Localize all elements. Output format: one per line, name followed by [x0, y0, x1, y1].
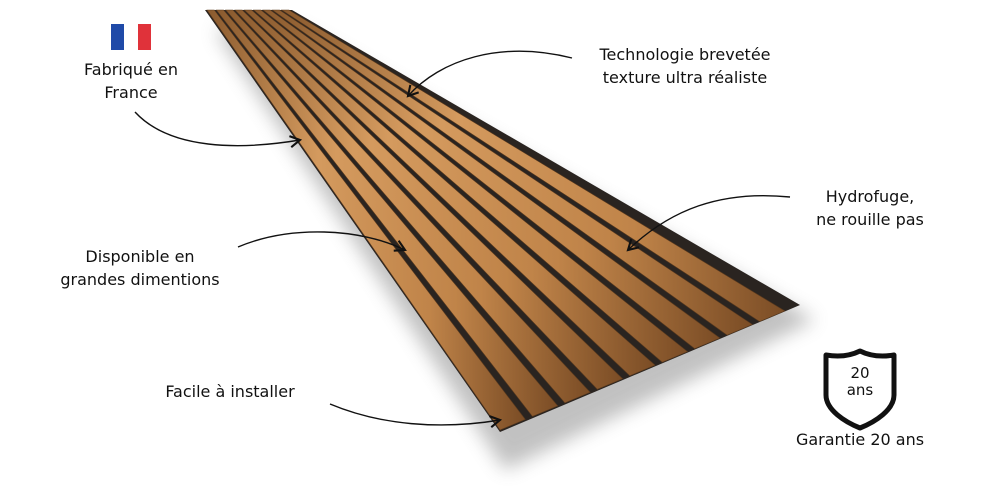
label-line: texture ultra réaliste: [602, 68, 768, 87]
label-line: Hydrofuge,: [825, 187, 915, 206]
label-line: France: [104, 83, 158, 102]
wood-slat: [206, 9, 526, 431]
label-install: Facile à installer: [140, 380, 320, 403]
label-waterproof: Hydrofuge, ne rouille pas: [790, 185, 950, 231]
arrow-waterproof: [626, 194, 791, 252]
wood-slat: [234, 9, 624, 390]
wood-slat: [215, 9, 559, 417]
label-sizes: Disponible en grandes dimentions: [40, 245, 240, 291]
arrow-technology: [406, 50, 573, 98]
label-made-in-france: Fabriqué en France: [66, 58, 196, 104]
label-technology: Technologie brevetée texture ultra réali…: [560, 43, 810, 89]
arrow-made-in: [134, 111, 303, 148]
wood-slat: [271, 9, 754, 336]
wood-slat: [243, 9, 656, 377]
badge-number: 20: [850, 364, 870, 382]
arrow-install: [329, 403, 503, 428]
arrow-sizes: [237, 231, 407, 252]
label-line: Fabriqué en: [84, 60, 178, 79]
label-line: ne rouille pas: [816, 210, 924, 229]
warranty-caption: Garantie 20 ans: [795, 430, 925, 449]
wood-slat: [262, 9, 721, 350]
label-line: Disponible en: [85, 247, 195, 266]
label-line: grandes dimentions: [60, 270, 220, 289]
wood-slat: [252, 9, 689, 363]
france-flag-icon: [111, 24, 151, 50]
wood-slat: [225, 9, 591, 404]
label-line: Facile à installer: [165, 382, 295, 401]
warranty-badge-text: 20 ans: [836, 365, 884, 399]
label-line: Technologie brevetée: [599, 45, 771, 64]
annotation-arrows: [134, 50, 791, 428]
badge-unit: ans: [846, 381, 874, 399]
shield-icon: [823, 348, 897, 431]
